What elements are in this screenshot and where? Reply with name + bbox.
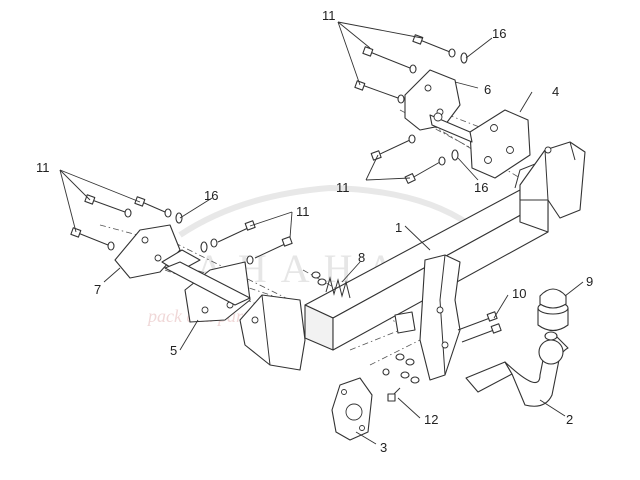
hitch-carrier-plate [394, 254, 461, 381]
callout-16-left: 16 [204, 188, 218, 203]
watermark-car-outline-icon [178, 184, 472, 238]
callout-11-upper: 11 [322, 8, 336, 23]
leader-lines [59, 21, 584, 445]
callout-8: 8 [358, 250, 365, 265]
part-2-ball-neck [465, 331, 569, 407]
bolts-lower [382, 311, 502, 402]
callout-3: 3 [380, 440, 387, 455]
callout-4: 4 [552, 84, 559, 99]
callout-9: 9 [586, 274, 593, 289]
part-6-upper-plate [404, 69, 473, 143]
callout-11-left: 11 [36, 160, 50, 175]
callout-10: 10 [512, 286, 526, 301]
callout-11-middle: 11 [336, 180, 350, 195]
callout-7: 7 [94, 282, 101, 297]
part-8-spring [311, 271, 351, 299]
callout-16-middle: 16 [474, 180, 488, 195]
callouts: 1 2 3 4 5 6 7 8 9 10 11 11 11 11 12 16 1… [36, 8, 593, 455]
callout-12: 12 [424, 412, 438, 427]
part-3-socket-plate [331, 377, 373, 441]
callout-6: 6 [484, 82, 491, 97]
callout-2: 2 [566, 412, 573, 427]
callout-1: 1 [395, 220, 402, 235]
part-5-left-bracket [164, 261, 306, 371]
callout-11-lower-left: 11 [296, 204, 310, 219]
part-4-right-bracket [469, 109, 586, 219]
callout-5: 5 [170, 343, 177, 358]
bolts-upper-right [354, 34, 468, 184]
part-9-ball-cap [537, 288, 569, 332]
callout-16-upper: 16 [492, 26, 506, 41]
